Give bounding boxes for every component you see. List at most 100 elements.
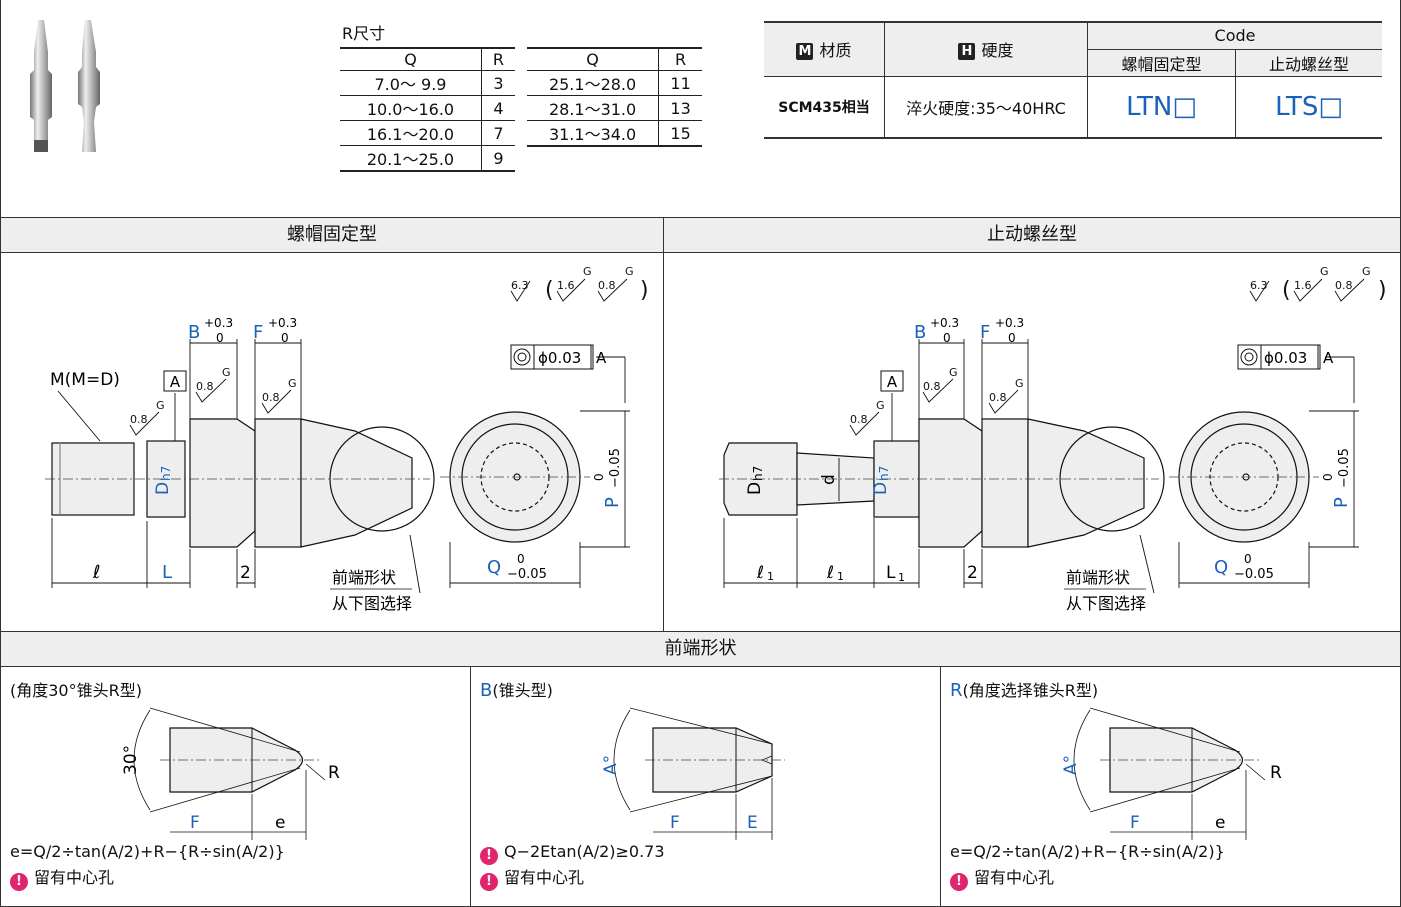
- material-value: SCM435相当: [778, 99, 870, 116]
- svg-text:2: 2: [967, 563, 978, 583]
- svg-text:2: 2: [240, 563, 251, 583]
- tip-section-header: 前端形状: [0, 631, 1401, 667]
- tip1-note: !留有中心孔: [10, 864, 114, 891]
- tip2-angle: A°: [601, 755, 621, 775]
- svg-text:0.8: 0.8: [196, 380, 214, 393]
- svg-text:D: D: [745, 482, 765, 495]
- svg-text:−0.05: −0.05: [608, 448, 623, 488]
- material-icon: M: [796, 43, 814, 61]
- product-photo: [30, 20, 100, 152]
- divider-v-top: [663, 252, 664, 632]
- r-col-r: R: [480, 47, 515, 71]
- dim-ell: ℓ: [92, 562, 100, 583]
- warning-icon: !: [10, 873, 28, 891]
- divider-v-bottom-1: [470, 666, 471, 907]
- svg-text:1: 1: [767, 570, 774, 583]
- svg-text:+0.3: +0.3: [930, 316, 959, 330]
- hardness-icon: H: [958, 43, 976, 61]
- svg-text:1: 1: [837, 570, 844, 583]
- type-nut-header: 螺帽固定型: [1087, 49, 1236, 77]
- svg-text:F: F: [1130, 813, 1140, 833]
- tip3-note: !留有中心孔: [950, 864, 1054, 891]
- datum-a-label: A: [887, 373, 898, 391]
- tip1-angle: 30°: [121, 745, 141, 775]
- svg-text:+0.3: +0.3: [995, 316, 1024, 330]
- dim-d: D: [153, 482, 173, 495]
- concentricity-value: ϕ0.03: [538, 349, 581, 367]
- svg-text:G: G: [1362, 265, 1371, 278]
- dim-l: L: [162, 562, 172, 583]
- svg-text:0: 0: [592, 473, 606, 481]
- svg-text:0: 0: [1008, 331, 1016, 345]
- svg-text:ℓ: ℓ: [826, 563, 834, 583]
- tip3-drawing: A° R F e: [1061, 707, 1282, 840]
- svg-text:0.8: 0.8: [989, 391, 1007, 404]
- concentricity-datum: A: [1323, 349, 1334, 367]
- screw-type-drawing: A ϕ0.03 A B +0.3 0 F +0.3 0 D h7 d D h7 …: [719, 265, 1387, 613]
- tip-note-2: 从下图选择: [332, 594, 412, 613]
- warning-icon: !: [480, 847, 498, 865]
- dim-d-small: d: [819, 474, 839, 485]
- svg-text:): ): [640, 278, 649, 303]
- tip3-angle: A°: [1061, 755, 1081, 775]
- svg-text:G: G: [1320, 265, 1329, 278]
- svg-text:+0.3: +0.3: [204, 316, 233, 330]
- tip-note-1: 前端形状: [1066, 568, 1130, 587]
- svg-text:G: G: [156, 399, 165, 412]
- datum-a-label: A: [170, 373, 181, 391]
- concentricity-value: ϕ0.03: [1264, 349, 1307, 367]
- svg-text:ℓ: ℓ: [756, 563, 764, 583]
- svg-text:0.8: 0.8: [1335, 279, 1353, 292]
- screw-section-header: 止动螺丝型: [663, 217, 1401, 253]
- tip2-note: !留有中心孔: [480, 864, 584, 891]
- svg-text:(: (: [545, 278, 554, 303]
- dim-b: B: [188, 322, 200, 343]
- svg-text:G: G: [288, 377, 297, 390]
- svg-text:+0.3: +0.3: [268, 316, 297, 330]
- svg-text:0: 0: [216, 331, 224, 345]
- svg-text:0.8: 0.8: [850, 413, 868, 426]
- r-col-q: Q: [527, 47, 659, 71]
- dim-d: D: [871, 482, 891, 495]
- divider-v-bottom-2: [940, 666, 941, 907]
- svg-text:G: G: [222, 366, 231, 379]
- svg-text:0: 0: [517, 552, 525, 566]
- svg-text:G: G: [949, 366, 958, 379]
- svg-text:R: R: [1270, 763, 1282, 783]
- svg-text:h7: h7: [877, 466, 891, 481]
- svg-text:−0.05: −0.05: [507, 567, 547, 582]
- dim-p: P: [602, 497, 623, 508]
- tip3-title: R(角度选择锥头R型): [950, 680, 1099, 701]
- nut-type-drawing: A ϕ0.03 A M(M=D) B +0.3 0 F +0.3 0 D h7 …: [45, 265, 649, 613]
- svg-text:1.6: 1.6: [557, 279, 575, 292]
- svg-text:0.8: 0.8: [130, 413, 148, 426]
- tip-note-1: 前端形状: [332, 568, 396, 587]
- svg-text:−0.05: −0.05: [1234, 567, 1274, 582]
- dim-f: F: [980, 322, 990, 343]
- tip2-title: B(锥头型): [480, 680, 553, 701]
- svg-text:0: 0: [281, 331, 289, 345]
- svg-text:1.6: 1.6: [1294, 279, 1312, 292]
- hardness-value: 淬火硬度:35～40HRC: [884, 76, 1088, 138]
- svg-text:0: 0: [943, 331, 951, 345]
- r-table-title: R尺寸: [342, 24, 386, 43]
- code-screw: LTS□: [1235, 76, 1382, 138]
- svg-text:F: F: [190, 813, 200, 833]
- dim-p: P: [1331, 497, 1352, 508]
- svg-text:G: G: [1015, 377, 1024, 390]
- svg-text:6.3: 6.3: [1250, 279, 1268, 292]
- tip2-formula: !Q−2Etan(A/2)≥0.73: [480, 842, 665, 865]
- type-screw-header: 止动螺丝型: [1235, 49, 1382, 77]
- tip1-title: (角度30°锥头R型): [10, 681, 142, 700]
- tip3-formula: e=Q/2÷tan(A/2)+R−{R÷sin(A/2)}: [950, 842, 1225, 861]
- svg-text:R: R: [328, 763, 340, 783]
